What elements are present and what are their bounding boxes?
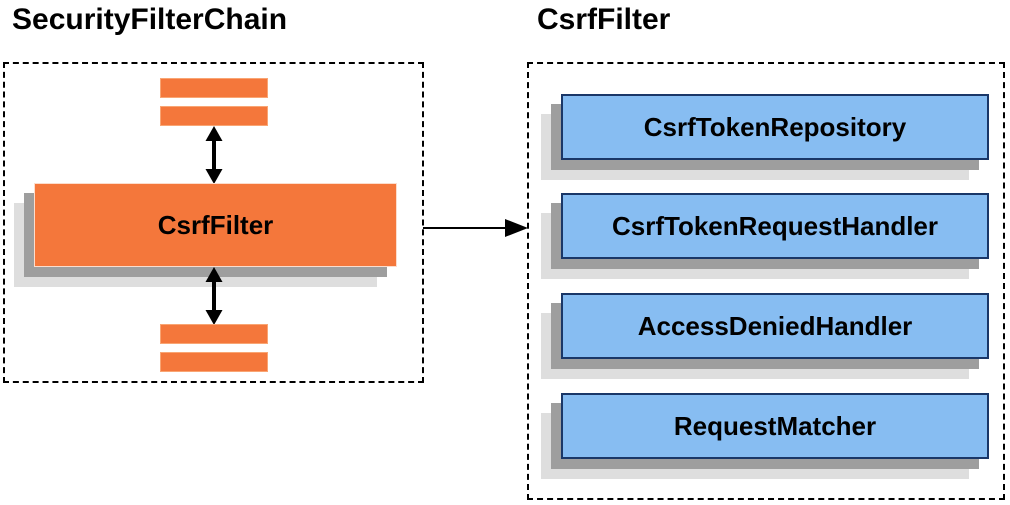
csrf-token-repository-box: CsrfTokenRepository bbox=[561, 94, 989, 160]
csrf-token-request-handler-box: CsrfTokenRequestHandler bbox=[561, 193, 989, 259]
flow-arrow-icon bbox=[423, 219, 528, 237]
access-denied-handler-box: AccessDeniedHandler bbox=[561, 293, 989, 359]
security-filter-chain-container bbox=[3, 62, 424, 383]
filter-placeholder-bar bbox=[160, 78, 268, 98]
component-label: CsrfTokenRequestHandler bbox=[611, 210, 939, 241]
csrf-filter-box-label: CsrfFilter bbox=[157, 209, 274, 240]
double-arrow-icon bbox=[205, 267, 223, 325]
request-matcher-box: RequestMatcher bbox=[561, 393, 989, 459]
double-arrow-icon bbox=[205, 126, 223, 184]
component-label: AccessDeniedHandler bbox=[637, 310, 913, 341]
filter-placeholder-bar bbox=[160, 324, 268, 344]
csrf-filter-box: CsrfFilter bbox=[34, 183, 397, 267]
filter-placeholder-bar bbox=[160, 352, 268, 372]
csrf-filter-title: CsrfFilter bbox=[537, 3, 671, 36]
csrf-filter-container bbox=[527, 62, 1005, 500]
filter-placeholder-bar bbox=[160, 106, 268, 126]
component-label: RequestMatcher bbox=[673, 410, 877, 441]
component-label: CsrfTokenRepository bbox=[643, 111, 907, 142]
security-filter-chain-title: SecurityFilterChain bbox=[12, 3, 288, 36]
